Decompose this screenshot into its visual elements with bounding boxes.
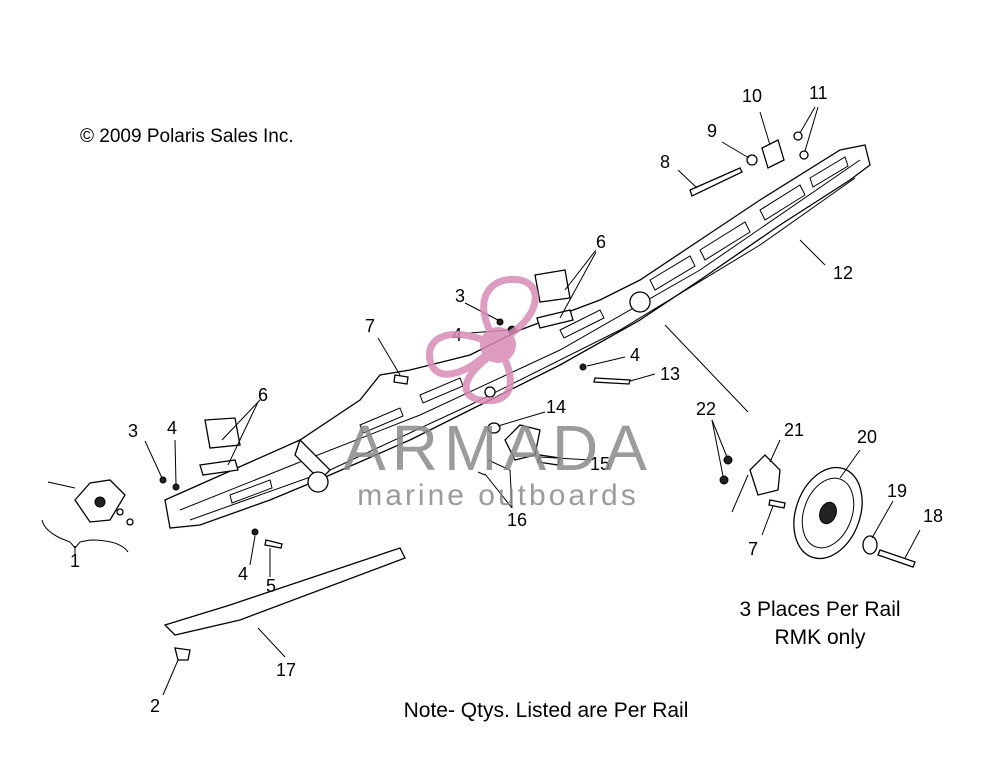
part-9-nut [746,154,758,166]
part-14-washer [487,422,501,434]
callout-3-mid: 3 [455,286,465,306]
part-18-bolt [877,549,916,568]
callout-10: 10 [742,86,762,106]
part-11-nut-b [799,150,809,160]
callout-18: 18 [923,506,943,526]
callout-9: 9 [707,121,717,141]
callout-13: 13 [660,364,680,384]
callout-8: 8 [660,152,670,172]
part-10-bracket [761,139,785,169]
part-17-slide [163,547,406,636]
part-1-rail-cap [47,479,134,526]
part-7-bolt-lower [768,499,786,509]
callout-4-front: 4 [167,418,177,438]
callout-4-right: 4 [630,345,640,365]
callout-4-lower: 4 [238,564,248,584]
callout-1: 1 [70,551,80,571]
part-4-washer-front [172,483,180,491]
places-note-line1: 3 Places Per Rail [739,598,900,621]
callout-20: 20 [857,427,877,447]
part-20-idler-wheel [793,466,863,560]
callout-6-front: 6 [258,385,268,405]
part-22-nut-a [723,455,733,465]
slide-rail [164,144,871,529]
callout-22: 22 [696,399,716,419]
places-note-line2: RMK only [774,626,866,649]
assembly-divider-lower [731,474,749,513]
part-6-wear-blocks-mid [534,269,574,329]
callout-16: 16 [507,510,527,530]
leader-lines [74,106,921,696]
part-11-nut-a [793,131,803,141]
armada-watermark: ARMADA marine outboards [343,275,653,512]
part-22-nut-b [719,475,729,485]
quantity-note: Note- Qtys. Listed are Per Rail [404,699,689,722]
callout-15: 15 [590,454,610,474]
part-3-nut-mid [496,318,504,326]
part-7-bolt-upper [393,374,409,385]
callout-12: 12 [833,263,853,283]
bracket-1 [41,519,129,553]
part-21-axle-mount [749,454,781,496]
callout-11: 11 [809,83,828,103]
callout-14: 14 [546,397,566,417]
callout-7-lower: 7 [748,539,758,559]
callout-21: 21 [784,420,804,440]
part-6-wear-blocks-front [199,417,241,476]
callout-19: 19 [887,481,907,501]
callout-6-mid: 6 [596,232,606,252]
propeller-logo-icon [425,275,539,405]
part-4-washer-lower [251,528,259,536]
copyright-text: © 2009 Polaris Sales Inc. [80,126,294,147]
part-19-washer [862,535,878,555]
part-2-screw [174,647,191,661]
part-3-nut-front [159,476,167,484]
callout-7-upper: 7 [365,316,375,336]
watermark-tagline: marine outboards [357,479,638,512]
callout-numbers: 1 2 3 3 4 4 4 4 5 6 6 7 7 8 9 10 11 12 1… [70,83,943,716]
assembly-divider-upper [664,324,749,413]
watermark-brand: ARMADA [343,412,653,484]
part-4-washer-right [579,363,587,371]
callout-2: 2 [150,696,160,716]
callout-17: 17 [276,660,296,680]
callout-3-front: 3 [128,421,138,441]
part-13-bolt [593,377,631,385]
part-8-long-bolt [689,167,743,197]
callout-5: 5 [266,576,276,596]
part-5-bolt [264,539,283,549]
